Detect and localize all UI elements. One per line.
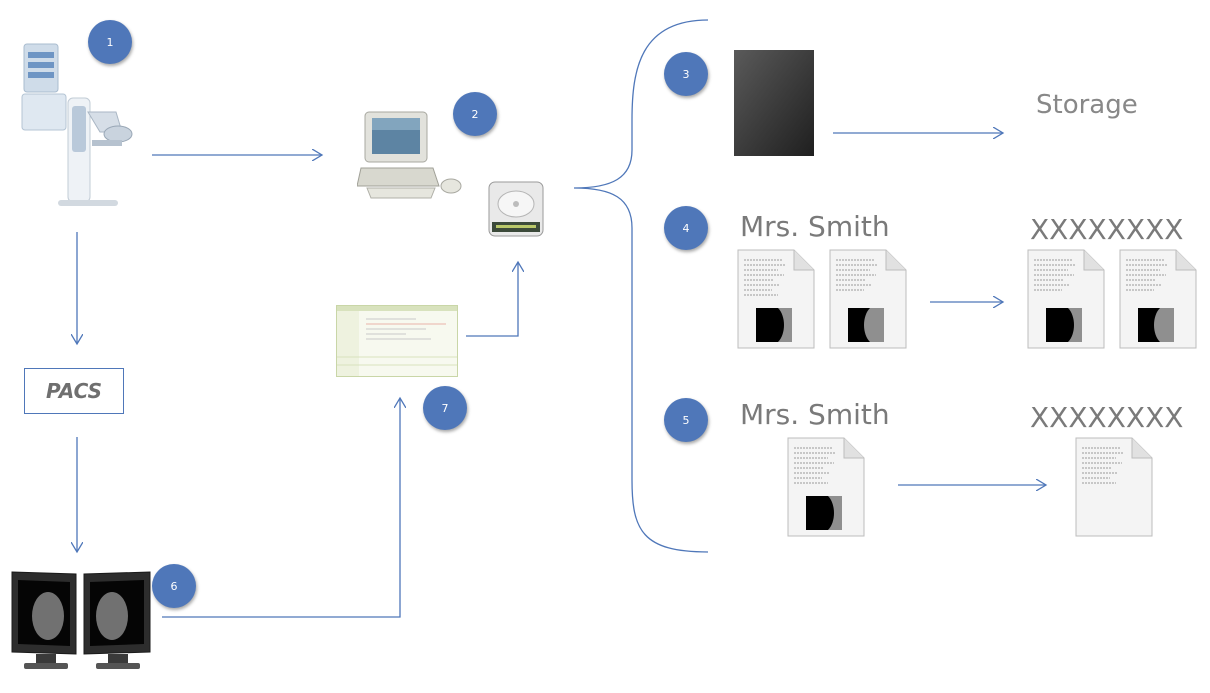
arrow-monitors-to-software (162, 398, 400, 618)
dicom-file-icon (787, 437, 865, 537)
dicom-file-icon (737, 249, 815, 349)
software-window-icon (336, 305, 458, 377)
mammography-machine-icon (21, 43, 133, 206)
patient-name-label: Mrs. Smith (740, 210, 890, 243)
desktop-computer-icon (357, 111, 462, 199)
dicom-file-icon (1119, 249, 1197, 349)
dicom-file-icon (1027, 249, 1105, 349)
anonymized-name-label: XXXXXXXX (1030, 401, 1184, 434)
step-badge-2: 2 (453, 92, 497, 136)
storage-label: Storage (1036, 90, 1138, 120)
branch-brace (573, 19, 709, 553)
hard-drive-icon (488, 181, 544, 237)
xray-image-icon (734, 50, 814, 156)
pacs-box: PACS (24, 368, 124, 414)
arrow-software-to-drive (466, 262, 518, 337)
step-badge-5: 5 (664, 398, 708, 442)
step-badge-7: 7 (423, 386, 467, 430)
anonymized-name-label: XXXXXXXX (1030, 213, 1184, 246)
dicom-file-icon (829, 249, 907, 349)
step-badge-1: 1 (88, 20, 132, 64)
step-badge-6: 6 (152, 564, 196, 608)
step-badge-3: 3 (664, 52, 708, 96)
pacs-label: PACS (45, 379, 103, 403)
dual-monitors-icon (11, 571, 151, 669)
dicom-file-icon (1075, 437, 1153, 537)
step-badge-4: 4 (664, 206, 708, 250)
patient-name-label: Mrs. Smith (740, 398, 890, 431)
